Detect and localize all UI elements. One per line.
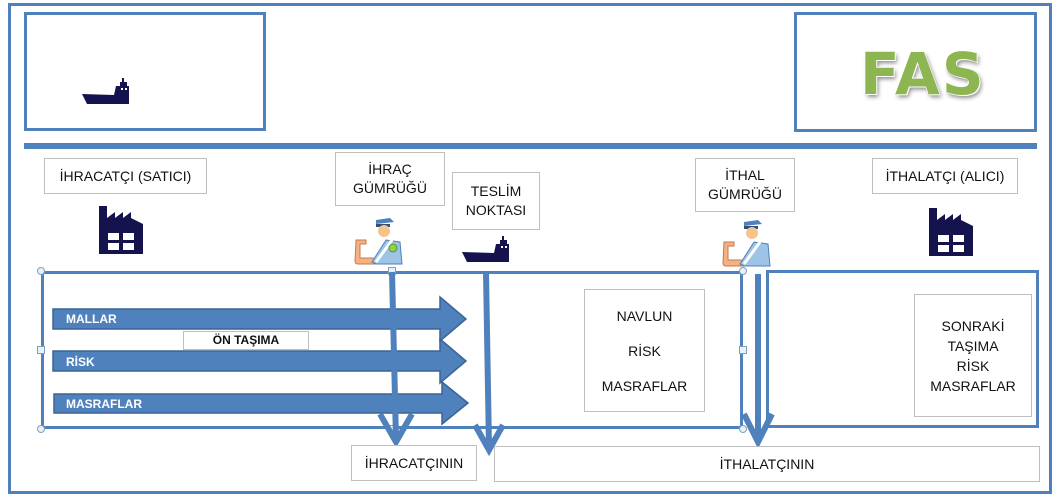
- freight-box: NAVLUN RİSK MASRAFLAR: [584, 289, 705, 412]
- resize-handle[interactable]: [37, 346, 45, 354]
- pre-carriage-label: ÖN TAŞIMA: [183, 331, 309, 350]
- next-line: SONRAKİ: [941, 317, 1005, 334]
- costs-line: MASRAFLAR: [930, 377, 1016, 394]
- risk-line: RİSK: [956, 357, 990, 374]
- on-carriage-box: SONRAKİ TAŞIMA RİSK MASRAFLAR: [914, 294, 1032, 417]
- outer-frame: [8, 3, 1052, 494]
- exporter-label: İHRACATÇI (SATICI): [44, 158, 207, 194]
- importer-responsibility-label: İTHALATÇININ: [494, 446, 1040, 482]
- freight-line: NAVLUN: [616, 307, 673, 324]
- goods-arrow-label: MALLAR: [66, 312, 117, 326]
- costs-arrow: [53, 380, 470, 426]
- resize-handle[interactable]: [739, 425, 747, 433]
- costs-line: MASRAFLAR: [601, 377, 688, 394]
- ship-icon: [82, 78, 129, 104]
- importer-label: İTHALATÇI (ALICI): [872, 158, 1018, 194]
- resize-handle[interactable]: [739, 346, 747, 354]
- ship-header-box: [24, 12, 266, 131]
- page-title: FAS: [860, 40, 986, 108]
- ship-icon: [462, 236, 509, 262]
- carriage-line: TAŞIMA: [947, 337, 999, 354]
- import-customs-label: İTHAL GÜMRÜĞÜ: [695, 158, 795, 212]
- customs-officer-icon: [722, 220, 771, 267]
- export-customs-down-arrow: [377, 271, 415, 449]
- goods-arrow: [52, 295, 468, 343]
- import-customs-down-arrow: [741, 274, 775, 449]
- export-customs-label: İHRAÇ GÜMRÜĞÜ: [335, 152, 445, 206]
- delivery-point-label: TESLİM NOKTASI: [452, 172, 540, 230]
- exporter-responsibility-label: İHRACATÇININ: [351, 445, 477, 481]
- delivery-point-down-arrow: [472, 271, 506, 457]
- factory-icon: [929, 208, 973, 256]
- resize-handle[interactable]: [37, 425, 45, 433]
- importer-zone-frame: [766, 270, 1039, 428]
- factory-icon: [99, 206, 143, 254]
- resize-handle[interactable]: [37, 267, 45, 275]
- risk-arrow: [52, 337, 468, 385]
- risk-line: RİSK: [628, 342, 661, 359]
- resize-handle[interactable]: [739, 267, 747, 275]
- costs-arrow-label: MASRAFLAR: [66, 397, 142, 411]
- customs-officer-icon: [354, 218, 403, 265]
- title-box: [794, 12, 1037, 132]
- risk-arrow-label: RİSK: [66, 355, 95, 369]
- divider-bar: [24, 143, 1037, 149]
